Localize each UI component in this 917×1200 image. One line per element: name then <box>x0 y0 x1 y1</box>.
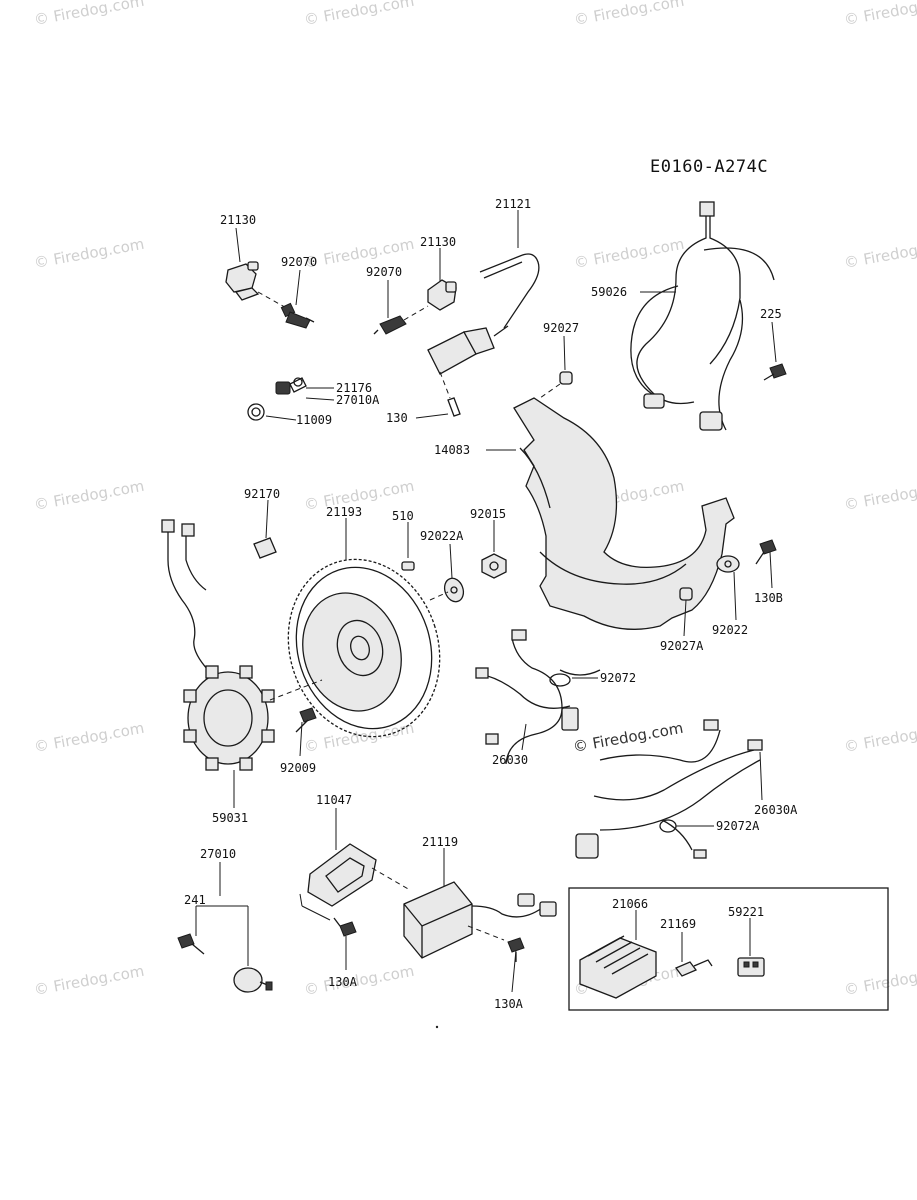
label-92009: 92009 <box>280 761 316 775</box>
label-21193: 21193 <box>326 505 362 519</box>
watermark-group: © Firedog.com © Firedog.com © Firedog.co… <box>33 0 917 999</box>
watermark: © Firedog.com <box>303 719 416 756</box>
label-14083: 14083 <box>434 443 470 457</box>
label-92022A: 92022A <box>420 529 464 543</box>
label-130A-left: 130A <box>328 975 358 989</box>
label-21176: 21176 <box>336 381 372 395</box>
watermark: © Firedog.com <box>843 477 917 514</box>
label-92027: 92027 <box>543 321 579 335</box>
watermark: © Firedog.com <box>843 235 917 272</box>
watermark: © Firedog.com <box>843 0 917 29</box>
magnet-92170 <box>253 537 277 559</box>
label-225: 225 <box>760 307 782 321</box>
spark-plug-21176 <box>275 377 307 395</box>
plug-cap-left <box>225 261 260 301</box>
collar-92027 <box>559 371 573 385</box>
bolt-130 <box>447 397 461 417</box>
collar-92027A <box>679 587 693 601</box>
label-130B: 130B <box>754 591 783 605</box>
ignition-coil <box>427 253 540 375</box>
spark-plug-center <box>373 315 407 335</box>
switch-27010 <box>233 967 273 993</box>
label-92170: 92170 <box>244 487 280 501</box>
harness-26030A <box>575 719 763 859</box>
plug-cap-center <box>427 279 457 311</box>
connector-59221 <box>737 957 765 977</box>
bolt-241 <box>177 933 205 955</box>
flywheel-21193 <box>287 558 441 738</box>
label-26030A: 26030A <box>754 803 798 817</box>
watermark: © Firedog.com <box>303 962 416 999</box>
cdi-unit-21119 <box>403 881 557 959</box>
harness-26030 <box>475 629 601 765</box>
label-21130-center: 21130 <box>420 235 456 249</box>
watermark: © Firedog.com <box>33 235 146 272</box>
gasket-11047 <box>307 843 377 907</box>
label-27010A: 27010A <box>336 393 380 407</box>
label-92072A: 92072A <box>716 819 760 833</box>
washer-92022A <box>443 577 465 603</box>
key-510 <box>401 561 415 571</box>
label-21121: 21121 <box>495 197 531 211</box>
terminal-21169 <box>674 959 713 977</box>
spark-plug-left <box>280 302 315 329</box>
label-21066: 21066 <box>612 897 648 911</box>
label-130A-right: 130A <box>494 997 524 1011</box>
label-59221: 59221 <box>728 905 764 919</box>
label-92072: 92072 <box>600 671 636 685</box>
bolt-130A-left <box>333 917 357 937</box>
label-21169: 21169 <box>660 917 696 931</box>
label-59031: 59031 <box>212 811 248 825</box>
watermark: © Firedog.com <box>33 0 146 29</box>
inline-watermark: © Firedog.com <box>572 719 685 756</box>
stator-59031 <box>161 519 275 771</box>
watermark: © Firedog.com <box>33 962 146 999</box>
watermark: © Firedog.com <box>33 719 146 756</box>
label-510: 510 <box>392 509 414 523</box>
label-21119: 21119 <box>422 835 458 849</box>
regulator-21066 <box>579 935 657 999</box>
watermark: © Firedog.com <box>843 962 917 999</box>
harness-59026 <box>630 201 775 431</box>
bolt-225 <box>763 363 787 381</box>
plate-14083 <box>513 397 735 630</box>
label-92015: 92015 <box>470 507 506 521</box>
label-26030: 26030 <box>492 753 528 767</box>
label-92027A: 92027A <box>660 639 704 653</box>
label-27010: 27010 <box>200 847 236 861</box>
label-59026: 59026 <box>591 285 627 299</box>
label-241: 241 <box>184 893 206 907</box>
stray-dot <box>435 1025 439 1029</box>
label-11009: 11009 <box>296 413 332 427</box>
label-130: 130 <box>386 411 408 425</box>
label-92070-center: 92070 <box>366 265 402 279</box>
label-21130-left: 21130 <box>220 213 256 227</box>
watermark: © Firedog.com <box>573 235 686 272</box>
nut-92015 <box>481 553 507 579</box>
label-11047: 11047 <box>316 793 352 807</box>
watermark: © Firedog.com <box>303 0 416 29</box>
diagram-code: E0160-A274C <box>650 157 768 177</box>
label-92022: 92022 <box>712 623 748 637</box>
washer-92022 <box>716 555 740 573</box>
label-92070-left: 92070 <box>281 255 317 269</box>
watermark: © Firedog.com <box>573 0 686 29</box>
bolt-92009 <box>295 707 317 733</box>
watermark: © Firedog.com <box>33 477 146 514</box>
ring-11009 <box>247 403 265 421</box>
bolt-130B <box>755 539 777 565</box>
watermark: © Firedog.com <box>843 719 917 756</box>
kit-box: 21066 21169 59221 <box>568 887 889 1011</box>
